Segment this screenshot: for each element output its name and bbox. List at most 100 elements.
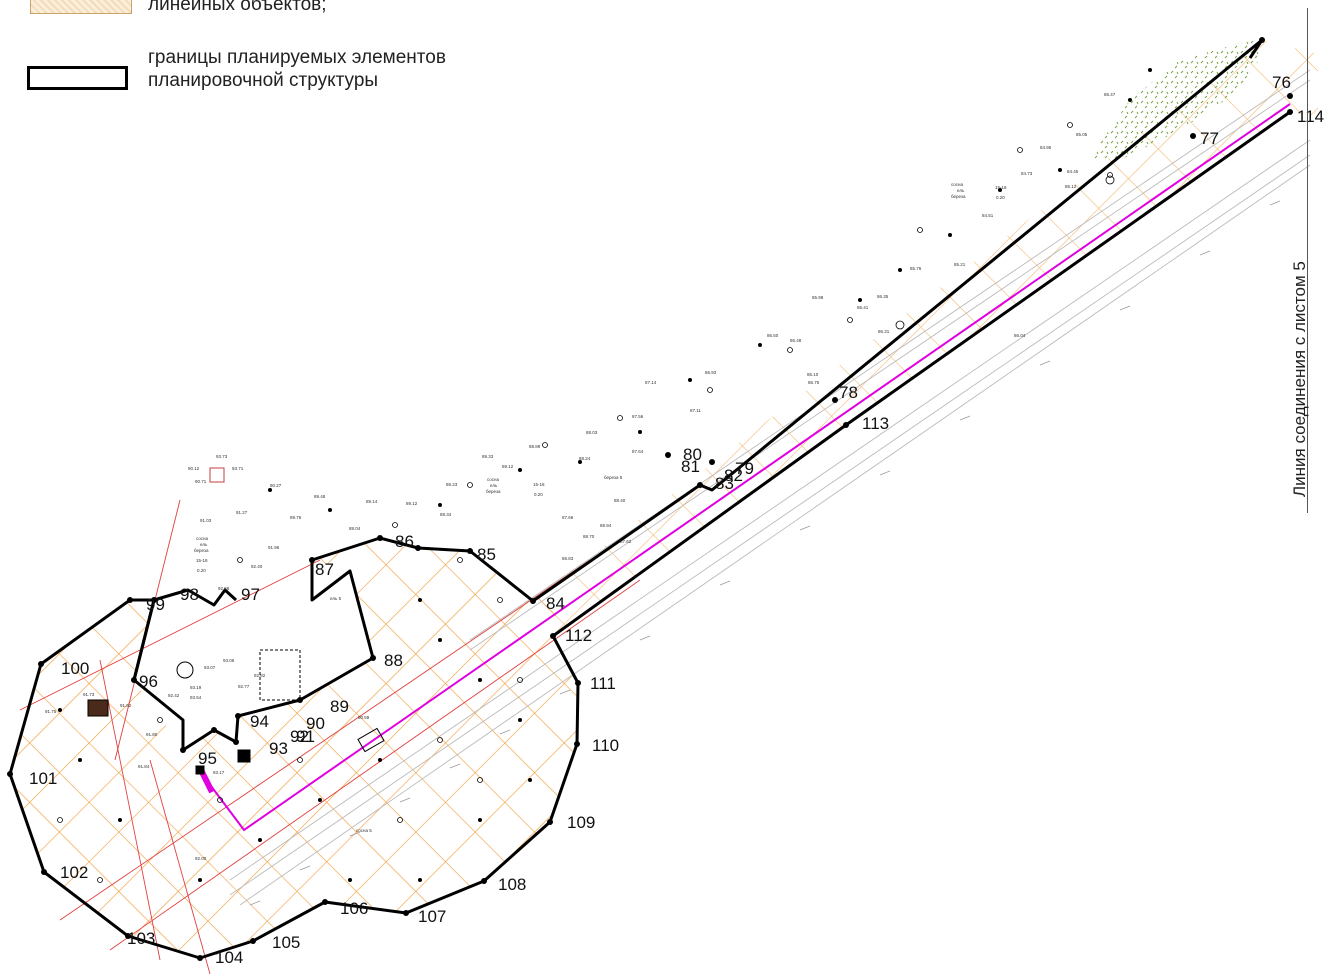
survey-points-open: [57, 122, 1115, 883]
svg-text:сосна: сосна: [196, 536, 209, 541]
svg-text:92.77: 92.77: [238, 684, 250, 689]
svg-text:91.03: 91.03: [200, 518, 212, 523]
svg-text:89.48: 89.48: [314, 494, 326, 499]
svg-text:86.75: 86.75: [808, 380, 820, 385]
svg-text:90.71: 90.71: [195, 479, 207, 484]
point-label-79: 79: [735, 459, 754, 478]
point-label-114: 114: [1297, 107, 1324, 126]
svg-text:85.98: 85.98: [812, 295, 824, 300]
svg-text:85.76: 85.76: [910, 266, 922, 271]
svg-text:87.56: 87.56: [632, 414, 644, 419]
svg-text:91.73: 91.73: [83, 692, 95, 697]
point-label-94: 94: [250, 712, 269, 731]
svg-text:сосна 5: сосна 5: [356, 828, 372, 833]
svg-text:15-18: 15-18: [196, 558, 208, 563]
svg-text:86.50: 86.50: [767, 333, 779, 338]
svg-text:0.20: 0.20: [197, 568, 206, 573]
svg-text:сосна: сосна: [951, 182, 964, 187]
point-label-85: 85: [477, 545, 496, 564]
svg-text:сосна: сосна: [487, 477, 500, 482]
svg-text:береза: береза: [951, 194, 966, 199]
point-label-90: 90: [306, 714, 325, 733]
svg-text:84.95: 84.95: [1040, 145, 1052, 150]
svg-text:91.62: 91.62: [120, 703, 132, 708]
svg-text:ель 5: ель 5: [330, 596, 342, 601]
svg-text:86.31: 86.31: [878, 329, 890, 334]
svg-text:84.73: 84.73: [1021, 171, 1033, 176]
point-label-99: 99: [146, 595, 165, 614]
point-label-92: 92: [290, 727, 309, 746]
point-label-97: 97: [241, 585, 260, 604]
svg-text:85.12: 85.12: [1065, 184, 1077, 189]
point-label-88: 88: [384, 651, 403, 670]
svg-text:0.20: 0.20: [996, 195, 1005, 200]
svg-text:береза: береза: [486, 489, 501, 494]
svg-text:93.06: 93.06: [223, 658, 235, 663]
svg-text:89.76: 89.76: [290, 515, 302, 520]
svg-text:87.66: 87.66: [562, 515, 574, 520]
point-label-104: 104: [215, 948, 243, 967]
svg-text:ель: ель: [957, 188, 965, 193]
svg-text:89.14: 89.14: [366, 499, 378, 504]
elevation-labels: 93.73 93.71 90.12 90.71 91.03 91.27 90.2…: [45, 92, 1116, 861]
svg-text:84.51: 84.51: [982, 213, 994, 218]
sheet-connection-label: Линия соединения с листом 5: [1290, 261, 1309, 497]
svg-text:88.03: 88.03: [586, 430, 598, 435]
legend-label-planning-boundary-line2: планировочной структуры: [148, 70, 379, 91]
point-label-98: 98: [180, 585, 199, 604]
svg-text:88.23: 88.23: [446, 482, 458, 487]
svg-text:86.10: 86.10: [807, 372, 819, 377]
svg-text:15-18: 15-18: [533, 482, 545, 487]
point-label-87: 87: [315, 560, 334, 579]
svg-text:89.12: 89.12: [406, 501, 418, 506]
point-label-106: 106: [340, 899, 368, 918]
svg-text:88.70: 88.70: [583, 534, 595, 539]
planning-boundary: [8, 38, 1291, 960]
point-label-76: 76: [1272, 73, 1291, 92]
svg-text:береза 5: береза 5: [604, 475, 623, 480]
hatched-zone: [10, 40, 1318, 958]
point-label-81: 81: [681, 457, 700, 476]
point-label-89: 89: [330, 697, 349, 716]
svg-text:91.84: 91.84: [138, 764, 150, 769]
point-label-80: 80: [683, 445, 702, 464]
svg-text:ель: ель: [200, 542, 208, 547]
slope-ticks: [249, 200, 1281, 906]
svg-text:береза: береза: [194, 548, 209, 553]
svg-text:92.40: 92.40: [251, 564, 263, 569]
svg-text:0.20: 0.20: [534, 492, 543, 497]
svg-text:86.48: 86.48: [790, 338, 802, 343]
svg-text:87.64: 87.64: [632, 449, 644, 454]
svg-text:88.94: 88.94: [600, 523, 612, 528]
svg-text:88.04: 88.04: [349, 526, 361, 531]
svg-text:88.34: 88.34: [440, 512, 452, 517]
svg-text:87.11: 87.11: [690, 408, 701, 413]
point-label-82: 82: [724, 466, 743, 485]
svg-text:87.62: 87.62: [620, 539, 632, 544]
svg-text:91.96: 91.96: [268, 545, 280, 550]
svg-text:93.73: 93.73: [216, 454, 228, 459]
svg-text:89.33: 89.33: [482, 454, 494, 459]
point-label-105: 105: [272, 933, 300, 952]
svg-text:93.54: 93.54: [190, 695, 202, 700]
svg-text:84.45: 84.45: [1067, 169, 1079, 174]
svg-text:85.05: 85.05: [1076, 132, 1088, 137]
point-label-102: 102: [60, 863, 88, 882]
point-label-112: 112: [565, 626, 592, 645]
svg-text:85.21: 85.21: [954, 262, 966, 267]
svg-text:91.80: 91.80: [146, 732, 158, 737]
point-label-113: 113: [862, 414, 889, 433]
point-label-83: 83: [715, 474, 734, 493]
legend-swatch-planning-boundary: [27, 66, 128, 90]
svg-text:90.12: 90.12: [188, 466, 200, 471]
svg-text:88.40: 88.40: [614, 498, 626, 503]
svg-text:93.71: 93.71: [232, 466, 244, 471]
svg-text:86.35: 86.35: [877, 294, 889, 299]
svg-text:85.47: 85.47: [1104, 92, 1116, 97]
svg-text:91.27: 91.27: [236, 510, 248, 515]
svg-text:92.00: 92.00: [195, 856, 207, 861]
svg-text:91.75: 91.75: [45, 709, 57, 714]
svg-text:88.83: 88.83: [562, 556, 574, 561]
boundary-vertices: [7, 37, 1293, 961]
